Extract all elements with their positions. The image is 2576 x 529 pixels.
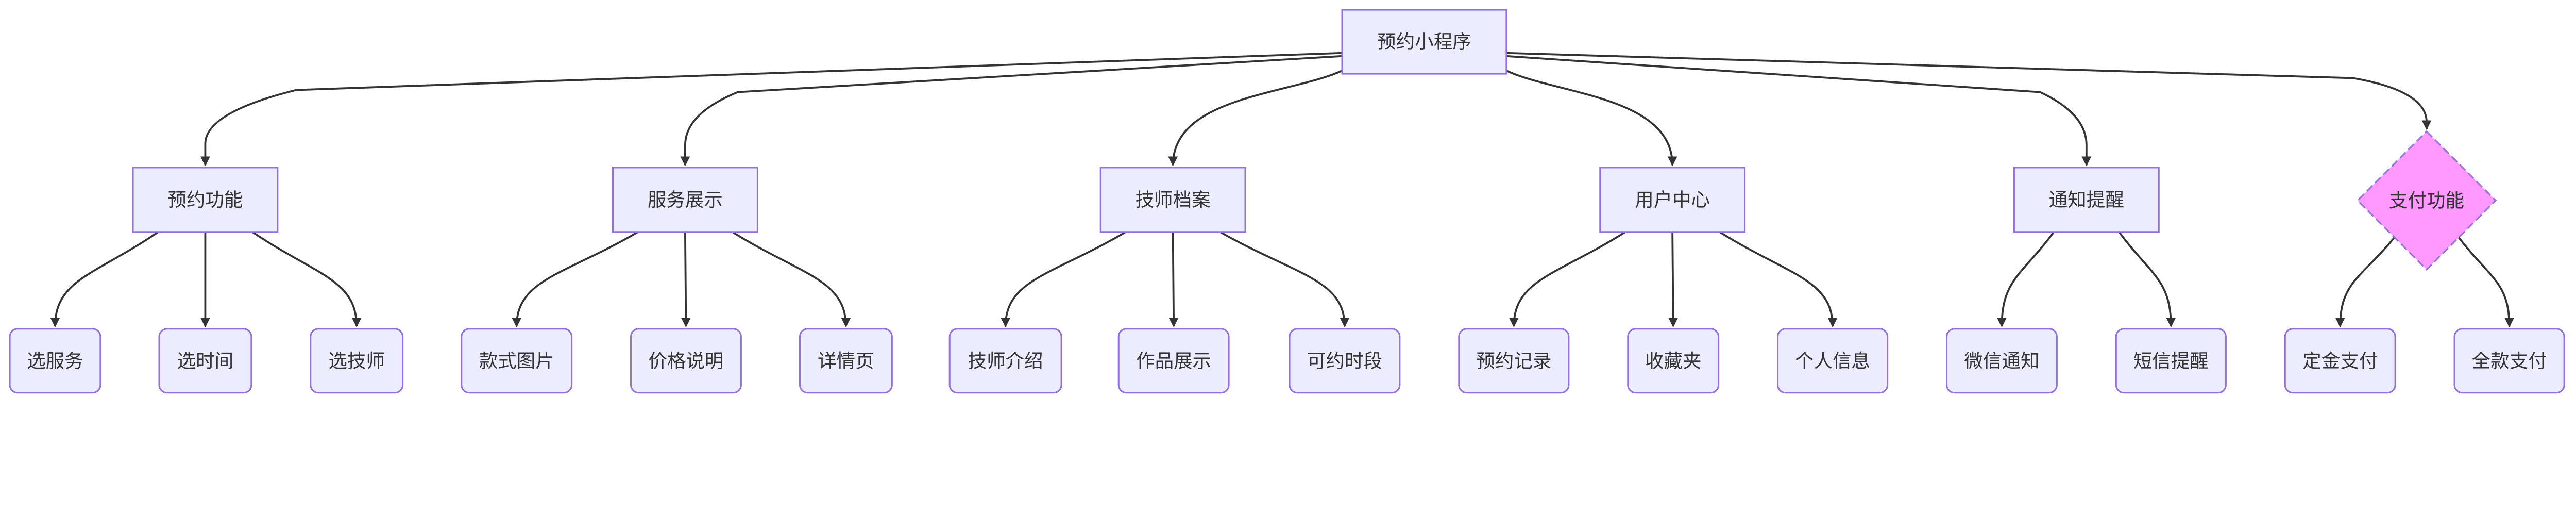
branch-node-5-leaf-2-label: 短信提醒 xyxy=(2133,350,2209,372)
branch-node-4-shape xyxy=(1599,167,1746,233)
edges-layer xyxy=(50,52,2515,328)
branch-node-4-leaf-2-label: 收藏夹 xyxy=(1645,350,1702,372)
branch-node-2-leaf-1-shape xyxy=(461,328,573,394)
branch-node-3: 技师档案 xyxy=(1099,167,1246,233)
branch-node-5: 通知提醒 xyxy=(2013,167,2160,233)
branch-node-4-leaf-3-shape xyxy=(1776,328,1889,394)
edge-root-to-branch-node-6 xyxy=(1506,52,2432,130)
branch-node-2-leaf-1-label: 款式图片 xyxy=(479,350,554,372)
root-node-yuyue-miniprogram-label: 预约小程序 xyxy=(1377,31,1471,53)
branch-node-4-leaf-1-label: 预约记录 xyxy=(1476,350,1551,372)
edge-branch-node-3-to-leaf-2 xyxy=(1168,232,1179,328)
branch-node-2-leaf-3-shape xyxy=(799,328,893,394)
branch-node-6-leaf-2: 全款支付 xyxy=(2453,328,2565,394)
branch-node-1-leaf-1: 选服务 xyxy=(9,328,101,394)
edge-root-to-branch-node-2 xyxy=(680,55,1343,167)
branch-node-3-leaf-2-shape xyxy=(1117,328,1230,394)
branch-node-5-shape xyxy=(2013,167,2160,233)
branch-node-2-label: 服务展示 xyxy=(648,189,723,211)
branch-node-6-leaf-1-shape xyxy=(2284,328,2396,394)
edge-branch-node-5-to-leaf-2 xyxy=(2118,231,2176,328)
branch-node-4-leaf-1-shape xyxy=(1458,328,1570,394)
edge-branch-node-4-to-leaf-1 xyxy=(1509,231,1626,328)
edge-branch-node-6-to-leaf-1 xyxy=(2335,237,2396,328)
branch-node-1-leaf-3-shape xyxy=(310,328,404,394)
branch-node-3-shape xyxy=(1099,167,1246,233)
branch-node-3-label: 技师档案 xyxy=(1136,189,1211,211)
edge-root-to-branch-node-4 xyxy=(1506,70,1677,167)
root-node-yuyue-miniprogram: 预约小程序 xyxy=(1341,9,1507,75)
edge-branch-node-2-to-leaf-3 xyxy=(732,231,851,328)
edge-branch-node-4-to-leaf-3 xyxy=(1719,231,1838,328)
branch-node-5-leaf-1: 微信通知 xyxy=(1946,328,2058,394)
branch-node-3-leaf-1: 技师介绍 xyxy=(948,328,1062,394)
branch-node-6-leaf-1-label: 定金支付 xyxy=(2302,350,2378,372)
branch-node-4-leaf-3: 个人信息 xyxy=(1776,328,1889,394)
branch-node-2-leaf-2-shape xyxy=(630,328,742,394)
branch-node-4-leaf-1: 预约记录 xyxy=(1458,328,1570,394)
edge-root-to-branch-node-3 xyxy=(1168,70,1343,167)
branch-node-1-leaf-3-label: 选技师 xyxy=(328,350,385,372)
edge-root-to-branch-node-5 xyxy=(1506,55,2092,167)
branch-node-4-leaf-3-label: 个人信息 xyxy=(1795,350,1870,372)
edge-branch-node-4-to-leaf-2 xyxy=(1668,232,1679,328)
branch-node-1: 预约功能 xyxy=(132,167,279,233)
branch-node-2-leaf-3: 详情页 xyxy=(799,328,893,394)
branch-node-6-leaf-2-shape xyxy=(2453,328,2565,394)
branch-node-6-label: 支付功能 xyxy=(2389,189,2464,211)
branch-node-2-shape xyxy=(612,167,758,233)
branch-node-1-leaf-2-shape xyxy=(158,328,252,394)
branch-node-1-shape xyxy=(132,167,279,233)
edge-branch-node-3-to-leaf-1 xyxy=(1001,231,1127,328)
branch-node-3-leaf-1-label: 技师介绍 xyxy=(968,350,1043,372)
branch-node-2-leaf-2-label: 价格说明 xyxy=(648,350,723,372)
edge-branch-node-2-to-leaf-2 xyxy=(681,232,691,328)
branch-node-1-leaf-2-label: 选时间 xyxy=(177,350,234,372)
branch-node-1-leaf-2: 选时间 xyxy=(158,328,252,394)
edge-branch-node-5-to-leaf-1 xyxy=(1996,231,2055,328)
edge-branch-node-2-to-leaf-1 xyxy=(512,231,639,328)
branch-node-4-label: 用户中心 xyxy=(1635,189,1710,211)
branch-node-6-leaf-2-label: 全款支付 xyxy=(2472,350,2547,372)
branch-node-6: 支付功能 xyxy=(2356,130,2497,271)
branch-node-3-leaf-3-shape xyxy=(1289,328,1401,394)
branch-node-1-leaf-1-shape xyxy=(9,328,101,394)
branch-node-2: 服务展示 xyxy=(612,167,758,233)
branch-node-5-leaf-1-shape xyxy=(1946,328,2058,394)
branch-node-3-leaf-3: 可约时段 xyxy=(1289,328,1401,394)
branch-node-3-leaf-1-shape xyxy=(948,328,1062,394)
branch-node-5-label: 通知提醒 xyxy=(2049,189,2124,211)
edge-branch-node-3-to-leaf-3 xyxy=(1219,231,1350,328)
branch-node-5-leaf-2-shape xyxy=(2115,328,2227,394)
branch-node-3-leaf-2: 作品展示 xyxy=(1117,328,1230,394)
branch-node-5-leaf-1-label: 微信通知 xyxy=(1964,350,2039,372)
branch-node-6-leaf-1: 定金支付 xyxy=(2284,328,2396,394)
root-node-yuyue-miniprogram-shape xyxy=(1341,9,1507,75)
branch-node-2-leaf-2: 价格说明 xyxy=(630,328,742,394)
branch-node-1-leaf-3: 选技师 xyxy=(310,328,404,394)
branch-node-3-leaf-2-label: 作品展示 xyxy=(1136,350,1211,372)
branch-node-1-label: 预约功能 xyxy=(167,189,243,211)
branch-node-1-leaf-1-label: 选服务 xyxy=(27,350,83,372)
branch-node-3-leaf-3-label: 可约时段 xyxy=(1307,350,1382,372)
branch-node-5-leaf-2: 短信提醒 xyxy=(2115,328,2227,394)
branch-node-4-leaf-2-shape xyxy=(1627,328,1720,394)
branch-node-2-leaf-1: 款式图片 xyxy=(461,328,573,394)
edge-branch-node-1-to-leaf-3 xyxy=(251,231,362,328)
branch-node-4-leaf-2: 收藏夹 xyxy=(1627,328,1720,394)
edge-branch-node-1-to-leaf-1 xyxy=(50,231,159,328)
branch-node-6-shape xyxy=(2356,130,2497,271)
edge-root-to-branch-node-1 xyxy=(200,52,1343,167)
branch-node-4: 用户中心 xyxy=(1599,167,1746,233)
branch-node-2-leaf-3-label: 详情页 xyxy=(818,350,874,372)
edge-branch-node-6-to-leaf-2 xyxy=(2458,237,2515,328)
